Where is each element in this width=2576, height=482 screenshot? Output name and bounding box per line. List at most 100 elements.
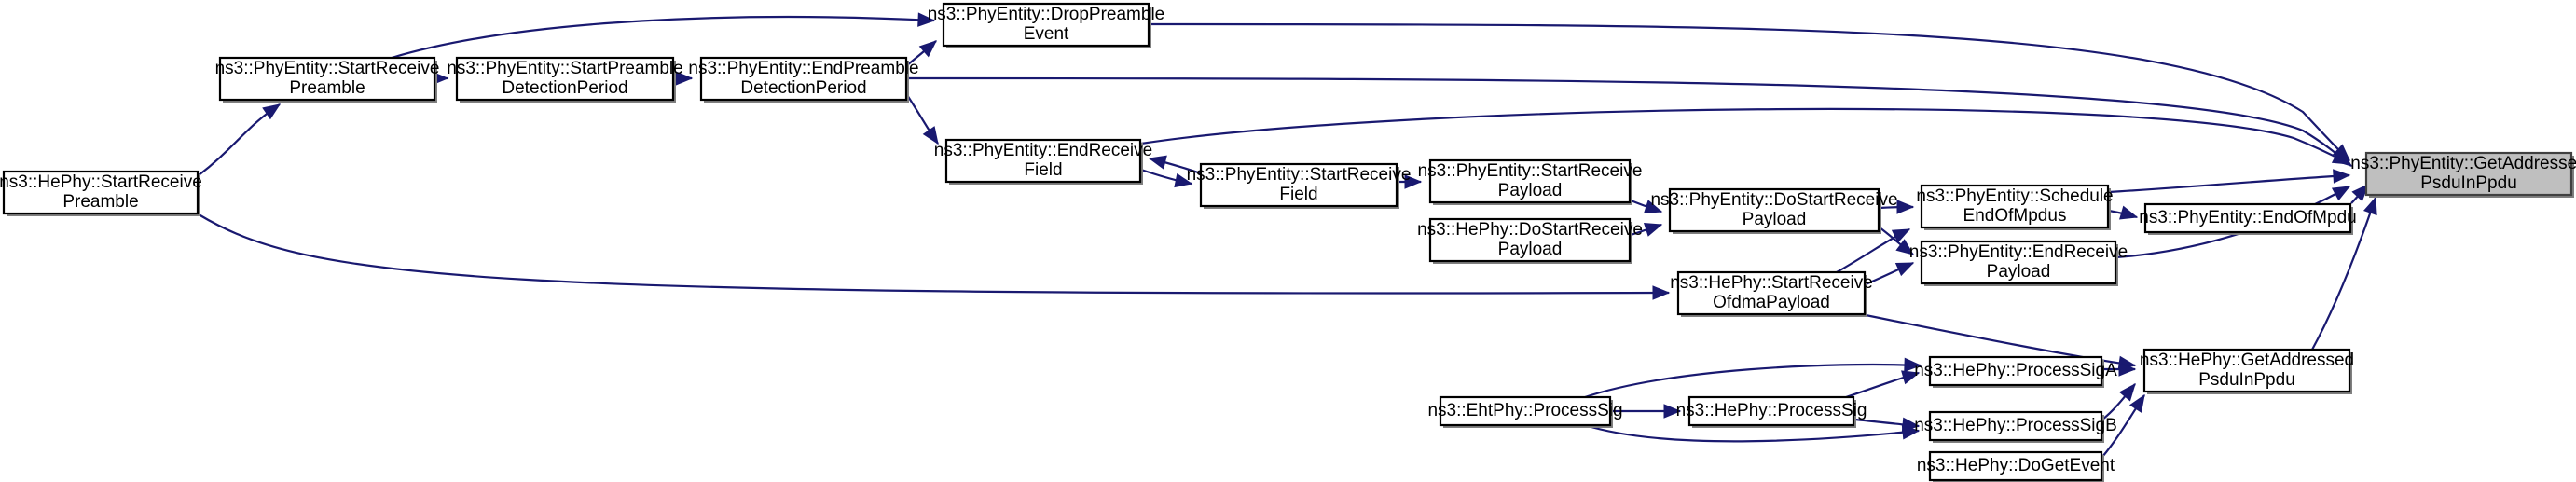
node-click-target[interactable] xyxy=(1430,219,1630,261)
call-edge xyxy=(1879,227,1915,255)
graph-node-ehtphy-processsig[interactable]: ns3::EhtPhy::ProcessSig xyxy=(1427,395,1623,428)
node-click-target[interactable] xyxy=(1678,272,1865,314)
call-edge xyxy=(1148,155,1202,175)
edge-arrowhead xyxy=(2333,169,2351,184)
node-box[interactable] xyxy=(2142,348,2351,393)
node-box[interactable] xyxy=(455,56,675,102)
graph-node-phyentity-endpreambledetectionperiod[interactable]: ns3::PhyEntity::EndPreambleDetectionPeri… xyxy=(688,56,919,103)
node-box[interactable] xyxy=(2,170,200,215)
node-click-target[interactable] xyxy=(220,58,434,100)
edge-arrowhead xyxy=(1894,262,1915,277)
node-click-target[interactable] xyxy=(2144,350,2349,392)
edge-arrowhead xyxy=(1901,425,1921,440)
node-click-target[interactable] xyxy=(4,172,198,213)
edge-arrowhead xyxy=(2118,382,2136,402)
node-click-target[interactable] xyxy=(457,58,673,100)
graph-node-phyentity-startpreambledetectionperiod[interactable]: ns3::PhyEntity::StartPreambleDetectionPe… xyxy=(447,56,683,103)
node-box[interactable] xyxy=(1668,187,1880,233)
graph-node-hephy-startreceiveofdmapayload[interactable]: ns3::HePhy::StartReceiveOfdmaPayload xyxy=(1670,270,1873,317)
node-box[interactable] xyxy=(1928,410,2103,442)
graph-node-phyentity-startreceivepreamble[interactable]: ns3::PhyEntity::StartReceivePreamble xyxy=(215,56,440,103)
graph-node-phyentity-scheduleendofmpdus[interactable]: ns3::PhyEntity::ScheduleEndOfMpdus xyxy=(1916,184,2114,230)
node-click-target[interactable] xyxy=(1930,412,2101,440)
node-click-target[interactable] xyxy=(1930,452,2101,480)
node-box[interactable] xyxy=(218,56,436,102)
node-click-target[interactable] xyxy=(701,58,906,100)
node-box[interactable] xyxy=(1687,395,1855,427)
graph-node-phyentity-endreceivepayload[interactable]: ns3::PhyEntity::EndReceivePayload xyxy=(1909,240,2128,286)
edge-path xyxy=(1140,107,2350,165)
graph-node-phyentity-getaddressedpsduinppdu[interactable]: ns3::PhyEntity::GetAddressedPsduInPpdu xyxy=(2350,151,2576,198)
graph-node-phyentity-droppreambleevent[interactable]: ns3::PhyEntity::DropPreambleEvent xyxy=(928,2,1165,48)
node-click-target[interactable] xyxy=(1689,397,1853,425)
edge-arrowhead xyxy=(675,71,694,86)
call-edge xyxy=(1845,370,1921,399)
call-edge xyxy=(2101,362,2137,377)
node-click-target[interactable] xyxy=(1670,189,1879,231)
node-click-target[interactable] xyxy=(1930,357,2101,385)
call-edge xyxy=(391,12,936,60)
edge-path xyxy=(198,213,1670,295)
node-click-target[interactable] xyxy=(1440,397,1610,425)
edge-path xyxy=(1149,22,2350,161)
node-box[interactable] xyxy=(1676,270,1867,316)
graph-node-hephy-dostartreceivepayload[interactable]: ns3::HePhy::DoStartReceivePayload xyxy=(1417,217,1643,264)
edge-arrowhead xyxy=(1663,404,1682,419)
node-box[interactable] xyxy=(1920,240,2117,285)
edge-arrowhead xyxy=(1148,155,1167,170)
call-edge xyxy=(1140,168,1193,188)
graph-node-phyentity-startreceivefield[interactable]: ns3::PhyEntity::StartReceiveField xyxy=(1187,162,1412,209)
node-box[interactable] xyxy=(2143,202,2352,234)
graph-node-hephy-dogetevent[interactable]: ns3::HePhy::DoGetEvent xyxy=(1917,450,2115,482)
graph-node-hephy-processsiga[interactable]: ns3::HePhy::ProcessSigA xyxy=(1914,355,2117,388)
call-edge xyxy=(1836,227,1911,273)
edge-arrowhead xyxy=(2331,150,2351,165)
graph-node-hephy-processsigb[interactable]: ns3::HePhy::ProcessSigB xyxy=(1914,410,2117,443)
edge-path xyxy=(1865,313,2136,367)
node-click-target[interactable] xyxy=(946,140,1140,182)
call-edge xyxy=(1584,423,1921,443)
node-click-target[interactable] xyxy=(2366,153,2571,195)
edge-path xyxy=(1584,363,1922,399)
graph-node-hephy-processsig[interactable]: ns3::HePhy::ProcessSig xyxy=(1676,395,1867,428)
node-click-target[interactable] xyxy=(1922,186,2108,227)
node-box-current[interactable] xyxy=(2364,151,2573,197)
node-click-target[interactable] xyxy=(1922,241,2115,283)
edge-arrowhead xyxy=(2351,184,2369,202)
node-click-target[interactable] xyxy=(2145,204,2350,232)
node-box[interactable] xyxy=(1199,162,1398,208)
graph-node-phyentity-endofmpdu[interactable]: ns3::PhyEntity::EndOfMpdu xyxy=(2139,202,2357,235)
call-edge xyxy=(1611,404,1682,419)
graph-node-phyentity-dostartreceivepayload[interactable]: ns3::PhyEntity::DoStartReceivePayload xyxy=(1650,187,1898,234)
node-box[interactable] xyxy=(1428,217,1632,263)
node-box[interactable] xyxy=(1928,450,2103,482)
node-box[interactable] xyxy=(1439,395,1612,427)
edge-arrowhead xyxy=(2128,393,2145,413)
node-box[interactable] xyxy=(942,2,1150,48)
call-edge xyxy=(1398,174,1423,189)
node-click-target[interactable] xyxy=(944,4,1149,46)
graph-node-hephy-startreceivepreamble[interactable]: ns3::HePhy::StartReceivePreamble xyxy=(0,170,202,216)
call-edge xyxy=(1630,199,1663,213)
call-edge xyxy=(2108,205,2139,220)
node-box[interactable] xyxy=(944,138,1142,184)
graph-node-phyentity-endreceivefield[interactable]: ns3::PhyEntity::EndReceiveField xyxy=(934,138,1152,185)
call-edge xyxy=(2101,393,2145,458)
node-click-target[interactable] xyxy=(1201,164,1397,206)
graph-node-phyentity-startreceivepayload[interactable]: ns3::PhyEntity::StartReceivePayload xyxy=(1418,158,1643,205)
edge-arrowhead xyxy=(1904,357,1922,373)
node-box[interactable] xyxy=(1928,355,2103,387)
node-click-target[interactable] xyxy=(1430,160,1630,202)
call-edge xyxy=(198,103,282,176)
edge-arrowhead xyxy=(1895,239,1915,255)
graph-node-hephy-getaddressedpsduinppdu[interactable]: ns3::HePhy::GetAddressedPsduInPpdu xyxy=(2140,348,2354,394)
edge-path xyxy=(1584,423,1920,443)
node-box[interactable] xyxy=(699,56,908,102)
edge-arrowhead xyxy=(918,40,937,58)
edge-arrowhead xyxy=(1891,228,1911,243)
node-box[interactable] xyxy=(1428,158,1632,204)
edge-arrowhead xyxy=(1404,174,1423,189)
node-box[interactable] xyxy=(1920,184,2110,229)
edge-arrowhead xyxy=(1652,285,1671,300)
